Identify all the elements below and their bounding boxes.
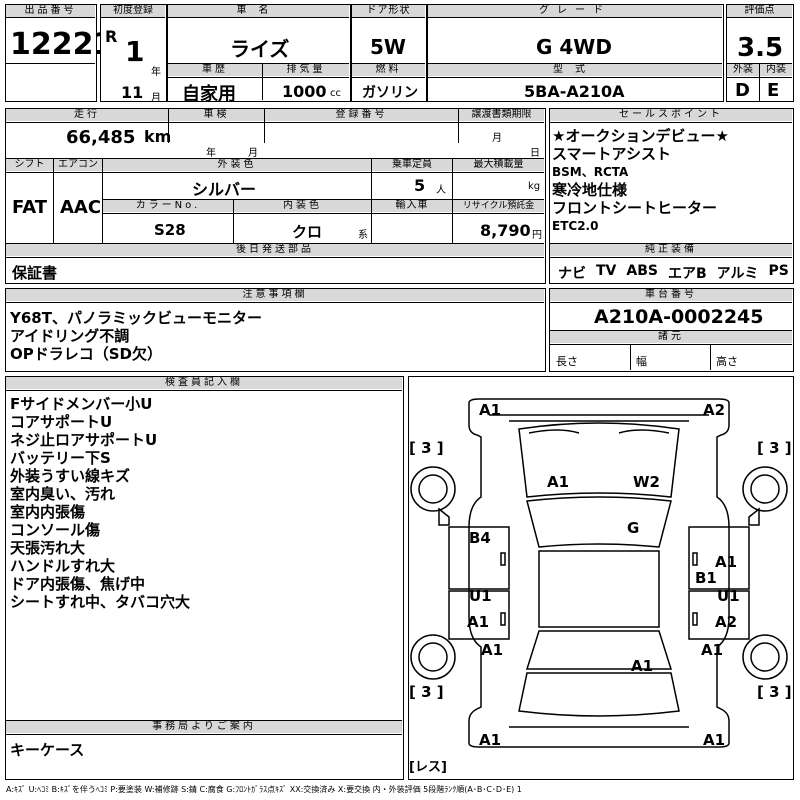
- chassis-box: 車台番号 A210A-0002245 諸元 長さ 幅 高さ: [549, 288, 794, 372]
- sales-box: セールスポイント ★オークションデビュー★ スマートアシスト BSM、RCTA …: [549, 108, 800, 284]
- inspector-line: ドア内張傷、焦げ中: [10, 575, 146, 593]
- note-line: アイドリング不調: [10, 327, 130, 345]
- sales-line: 寒冷地仕様: [552, 181, 628, 199]
- later-parts: 保証書: [12, 264, 58, 282]
- inspector-line: 天張汚れ大: [10, 539, 86, 557]
- lot-box: 出品番号 12221: [5, 4, 114, 102]
- inspector-line: 室内臭い、汚れ: [10, 485, 116, 503]
- int-score: E: [767, 80, 780, 101]
- mark-trunk: A1: [631, 657, 653, 675]
- tire-rr: [ 3 ]: [757, 683, 792, 701]
- note-line: OPドラレコ（SD欠）: [10, 345, 163, 363]
- equipment-list: ナビ TV ABS エアB アルミ PS PW: [558, 263, 800, 282]
- mark-lr-door-u: U1: [469, 587, 492, 605]
- mark-rr-door-u: U1: [717, 587, 740, 605]
- exterior-color: シルバー: [192, 180, 257, 199]
- mark-windshield: G: [627, 519, 639, 537]
- sales-line: ★オークションデビュー★: [552, 127, 729, 145]
- model-code: 5BA-A210A: [524, 82, 625, 101]
- tire-rl: [ 3 ]: [409, 683, 444, 701]
- mark-lr-door-a: A1: [467, 613, 489, 631]
- lot-label: 出品番号: [6, 5, 95, 17]
- grade-box: グレード G 4WD 型式 5BA-A210A: [427, 4, 724, 102]
- name-box: 車名 ライズ 車歴 排気量 自家用 1000 cc: [167, 4, 351, 105]
- inspector-line: シートすれ中、タバコ穴大: [10, 593, 191, 611]
- mark-l-rear-q: A1: [481, 641, 503, 659]
- mark-r-rear-q: A1: [701, 641, 723, 659]
- interior-color: クロ: [292, 223, 323, 241]
- tire-fr: [ 3 ]: [757, 439, 792, 457]
- mark-hood-l: A1: [547, 473, 569, 491]
- mileage: 66,485: [66, 127, 136, 148]
- capacity: 5: [414, 176, 426, 195]
- specs-box: 走行 車検 登録番号 譲渡書類期限 66,485 km 年 月 月 日 シフト …: [5, 108, 546, 284]
- office-note: キーケース: [10, 741, 85, 759]
- ext-score: D: [735, 80, 750, 101]
- car-name: ライズ: [230, 37, 290, 61]
- ac: AAC: [60, 197, 102, 218]
- mark-hood-r: W2: [633, 473, 660, 491]
- lot-number: 12221: [10, 27, 115, 62]
- history: 自家用: [182, 84, 236, 105]
- mark-fl-corner: A1: [479, 401, 501, 419]
- sales-line: ETC2.0: [552, 219, 599, 233]
- car-diagram: [ 3 ] [ 3 ] [ 3 ] [ 3 ] [レス] A1 A2 A1 W2…: [408, 376, 794, 780]
- inspector-line: 室内内張傷: [10, 503, 86, 521]
- grade: G 4WD: [536, 35, 612, 59]
- inspector-line: ハンドルすれ大: [10, 557, 116, 575]
- shift: FAT: [12, 197, 48, 218]
- score-box: 評価点 3.5 外装 内装 D E: [726, 4, 794, 102]
- reg-year: 1: [125, 35, 145, 68]
- sales-line: スマートアシスト: [552, 145, 671, 163]
- inspector-line: コアサポートU: [10, 413, 113, 431]
- inspector-line: Fサイドメンバー小U: [10, 395, 153, 413]
- first-reg-label: 初度登録: [101, 5, 165, 17]
- inspector-box: 検査員記入欄 Fサイドメンバー小U コアサポートU ネジ止ロアサポートU バッテ…: [5, 376, 404, 780]
- mark-rr-corner: A1: [703, 731, 725, 749]
- notes-box: 注意事項欄 Y68T、パノラミックビューモニター アイドリング不調 OPドラレコ…: [5, 288, 546, 372]
- mark-rl-corner: A1: [479, 731, 501, 749]
- score: 3.5: [737, 33, 784, 63]
- mark-fr-corner: A2: [703, 401, 725, 419]
- displacement: 1000: [282, 82, 327, 101]
- car-diagram-svg: [ 3 ] [ 3 ] [ 3 ] [ 3 ] [レス] A1 A2 A1 W2…: [409, 398, 792, 775]
- inspector-line: ネジ止ロアサポートU: [10, 431, 158, 449]
- inspector-line: 外装うすい線キズ: [10, 467, 131, 485]
- fuel: ガソリン: [362, 85, 418, 101]
- legend: A:ｷｽﾞ U:ﾍｺﾐ B:ｷｽﾞを伴うﾍｺﾐ P:要塗装 W:補修跡 S:錆 …: [6, 785, 522, 794]
- recycle-fee: 8,790: [480, 221, 531, 240]
- mark-rf-door: A1: [715, 553, 737, 571]
- era: R: [105, 27, 118, 46]
- reg-month: 11: [121, 83, 144, 102]
- tire-spare: [レス]: [409, 760, 447, 775]
- door-type: 5W: [370, 35, 406, 59]
- sales-line: フロントシートヒーター: [552, 199, 718, 217]
- note-line: Y68T、パノラミックビューモニター: [10, 309, 262, 327]
- tire-fl: [ 3 ]: [409, 439, 444, 457]
- door-box: ドア形状 5W 燃料 ガソリン: [351, 4, 427, 102]
- inspector-line: コンソール傷: [10, 521, 101, 539]
- color-no: S28: [154, 221, 186, 239]
- mark-rr-door-a: A2: [715, 613, 737, 631]
- inspector-line: バッテリー下S: [10, 449, 111, 467]
- chassis-number: A210A-0002245: [594, 306, 764, 328]
- mark-lf-door: B4: [469, 529, 491, 547]
- sales-line: BSM、RCTA: [552, 165, 629, 179]
- mark-rf-side: B1: [695, 569, 717, 587]
- first-reg-box: 初度登録 R 1 年 11 月: [100, 4, 167, 104]
